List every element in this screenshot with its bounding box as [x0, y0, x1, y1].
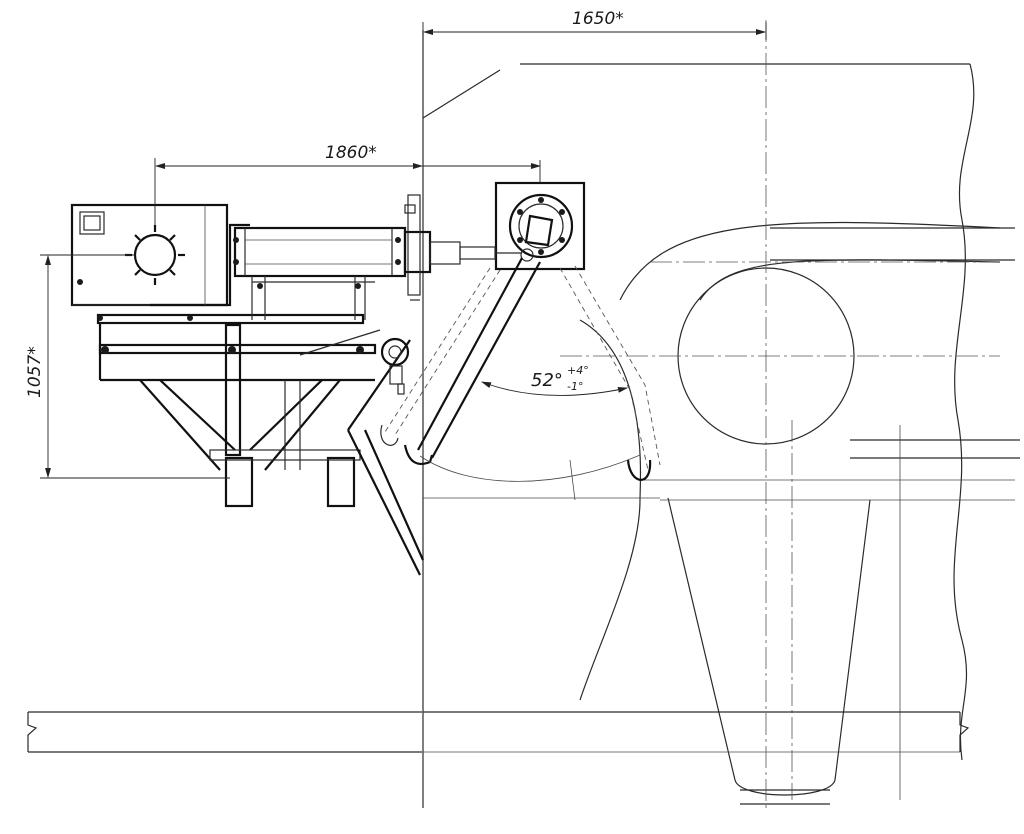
- angle-tolerance-upper: +4°: [567, 364, 589, 377]
- angle-value: 52°: [531, 370, 563, 391]
- dimension-1860: [154, 158, 541, 225]
- dim-label-1057: 1057*: [25, 346, 45, 398]
- cylinder: [233, 226, 522, 278]
- drive-head-box: [494, 181, 586, 271]
- angle-arc: [419, 381, 641, 482]
- machine-frame-outline: [422, 20, 1020, 810]
- dim-label-1650: 1650*: [572, 9, 624, 29]
- support-frame: [77, 194, 425, 576]
- dimension-1650: [422, 22, 767, 40]
- dim-label-1860: 1860*: [325, 143, 377, 163]
- dimension-1057: [40, 254, 230, 479]
- swing-arm: [380, 257, 661, 481]
- gearbox: [70, 203, 250, 307]
- angle-tolerance-lower: -1°: [567, 380, 583, 393]
- bottom-rail: [27, 711, 970, 753]
